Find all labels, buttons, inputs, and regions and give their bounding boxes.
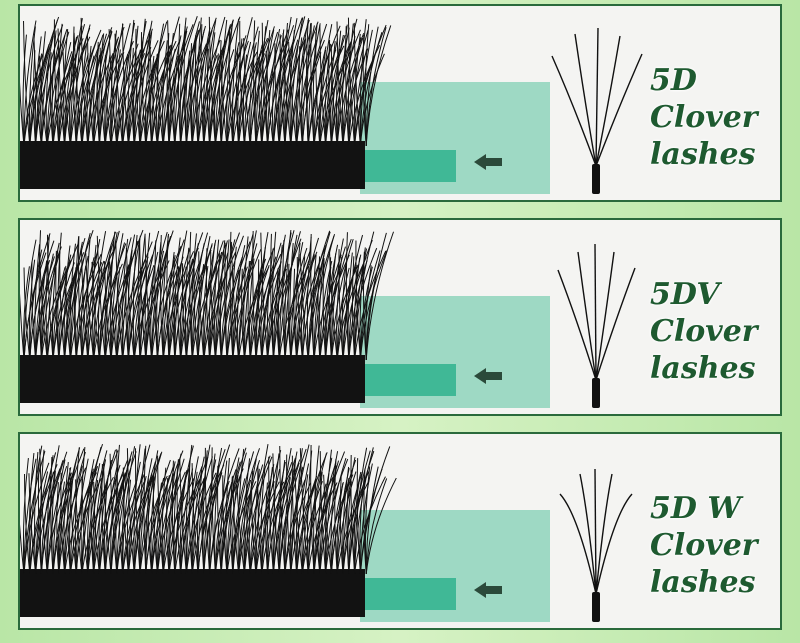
panel-5dv-clover: 5DV Clover lashes [18, 218, 782, 416]
product-label: 5D W Clover lashes [650, 490, 758, 601]
lash-strip-photo [20, 229, 550, 408]
lash-strip-photo [20, 16, 550, 194]
fan-base [592, 164, 600, 194]
product-name: 5DV [650, 277, 720, 312]
product-label: 5DV Clover lashes [650, 276, 758, 387]
product-type: Clover [650, 528, 758, 563]
lash-base-band [20, 355, 365, 403]
arrow-left-icon [474, 582, 502, 598]
lash-fibers [20, 16, 392, 147]
lash-fan-icon [557, 243, 636, 408]
product-kind: lashes [650, 565, 756, 600]
panel-5dw-clover: 5D W Clover lashes [18, 432, 782, 630]
product-kind: lashes [650, 137, 756, 172]
adhesive-tape [356, 578, 456, 610]
lash-base-band [20, 569, 365, 617]
product-type: Clover [650, 100, 758, 135]
product-name: 5D W [650, 491, 742, 526]
lash-fan-icon [551, 27, 643, 194]
panel-5d-clover: 5D Clover lashes [18, 4, 782, 202]
lash-strip-photo [20, 443, 550, 622]
arrow-left-icon [474, 368, 502, 384]
lash-fibers [20, 229, 395, 361]
fan-base [592, 592, 600, 622]
lash-fibers [20, 443, 397, 575]
lash-base-band [20, 141, 365, 189]
product-name: 5D [650, 63, 697, 98]
product-label: 5D Clover lashes [650, 62, 758, 173]
adhesive-tape [356, 364, 456, 396]
fan-base [592, 378, 600, 408]
adhesive-tape [356, 150, 456, 182]
lash-fan-icon [559, 468, 633, 622]
product-kind: lashes [650, 351, 756, 386]
product-type: Clover [650, 314, 758, 349]
arrow-left-icon [474, 154, 502, 170]
